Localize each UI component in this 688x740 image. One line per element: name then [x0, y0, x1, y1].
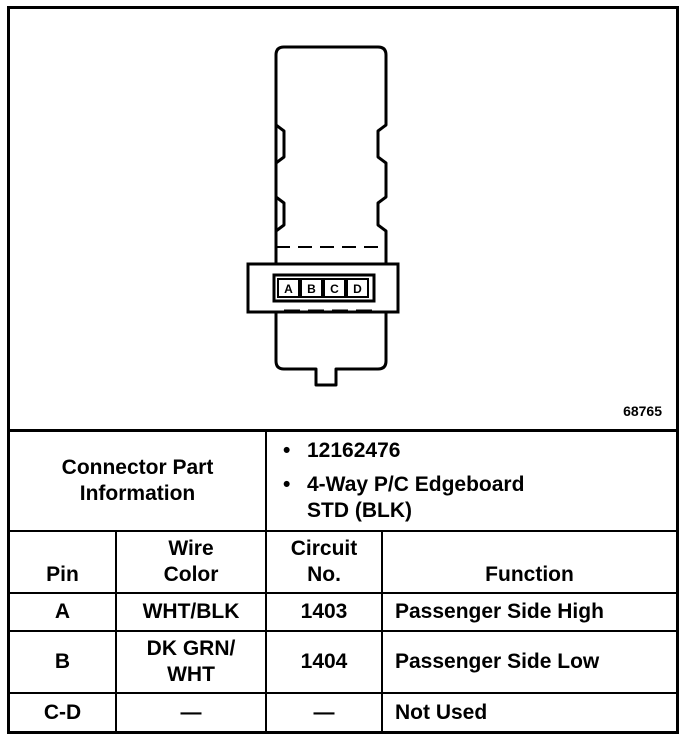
pin-cell-d [346, 278, 369, 298]
row-wire-color: WHT/BLK [115, 592, 267, 632]
header-wire-line1: Wire [168, 537, 214, 560]
header-function: Function [381, 530, 676, 594]
figure-id: 68765 [623, 403, 662, 419]
row-circuit-no: — [265, 692, 383, 731]
connector-part-label-line1: Connector Part [61, 456, 214, 479]
connector-part-list: 12162476 4-Way P/C Edgeboard STD (BLK) [267, 432, 676, 530]
table-row: C-D — — Not Used [10, 692, 676, 731]
connector-document: A B C D 68765 Connector Part Information… [7, 6, 679, 734]
row-pin: C-D [10, 692, 117, 731]
header-wire-color: Wire Color [115, 530, 267, 594]
connector-part-description: 4-Way P/C Edgeboard STD (BLK) [283, 472, 676, 524]
row-wire-color-line2: WHT [167, 663, 215, 686]
connector-description-line2: STD (BLK) [307, 499, 412, 522]
pin-cell-a [277, 278, 300, 298]
row-pin: A [10, 592, 117, 632]
header-pin: Pin [10, 530, 117, 594]
row-wire-color: DK GRN/ WHT [115, 630, 267, 694]
connector-part-row: Connector Part Information 12162476 4-Wa… [10, 429, 676, 532]
connector-diagram: A B C D 68765 [10, 9, 676, 429]
row-circuit-no: 1404 [265, 630, 383, 694]
header-row: Pin Wire Color Circuit No. Function [10, 530, 676, 594]
connector-drawing: A B C D [246, 45, 400, 387]
row-wire-color: — [115, 692, 267, 731]
pin-label-a: A [284, 282, 293, 296]
connector-table: Connector Part Information 12162476 4-Wa… [10, 429, 676, 731]
pin-label-d: D [353, 282, 362, 296]
row-pin: B [10, 630, 117, 694]
connector-body-outline [274, 45, 388, 387]
connector-part-number: 12162476 [283, 438, 676, 464]
connector-part-label-line2: Information [79, 482, 196, 505]
pin-cell-b [300, 278, 323, 298]
row-function: Passenger Side Low [381, 630, 676, 694]
header-wire-line2: Color [163, 563, 219, 586]
row-circuit-no: 1403 [265, 592, 383, 632]
header-circuit-line1: Circuit [290, 537, 358, 560]
header-circuit-no: Circuit No. [265, 530, 383, 594]
pin-cells [277, 278, 369, 298]
row-function: Not Used [381, 692, 676, 731]
row-function: Passenger Side High [381, 592, 676, 632]
pin-label-b: B [307, 282, 316, 296]
pin-label-c: C [330, 282, 339, 296]
pin-cell-c [323, 278, 346, 298]
row-wire-color-line1: DK GRN/ [146, 637, 236, 660]
connector-description-line1: 4-Way P/C Edgeboard [307, 473, 525, 496]
header-circuit-line2: No. [307, 563, 341, 586]
connector-part-label: Connector Part Information [10, 429, 267, 532]
table-row: B DK GRN/ WHT 1404 Passenger Side Low [10, 630, 676, 694]
connector-part-info: 12162476 4-Way P/C Edgeboard STD (BLK) [265, 429, 676, 532]
table-row: A WHT/BLK 1403 Passenger Side High [10, 592, 676, 632]
